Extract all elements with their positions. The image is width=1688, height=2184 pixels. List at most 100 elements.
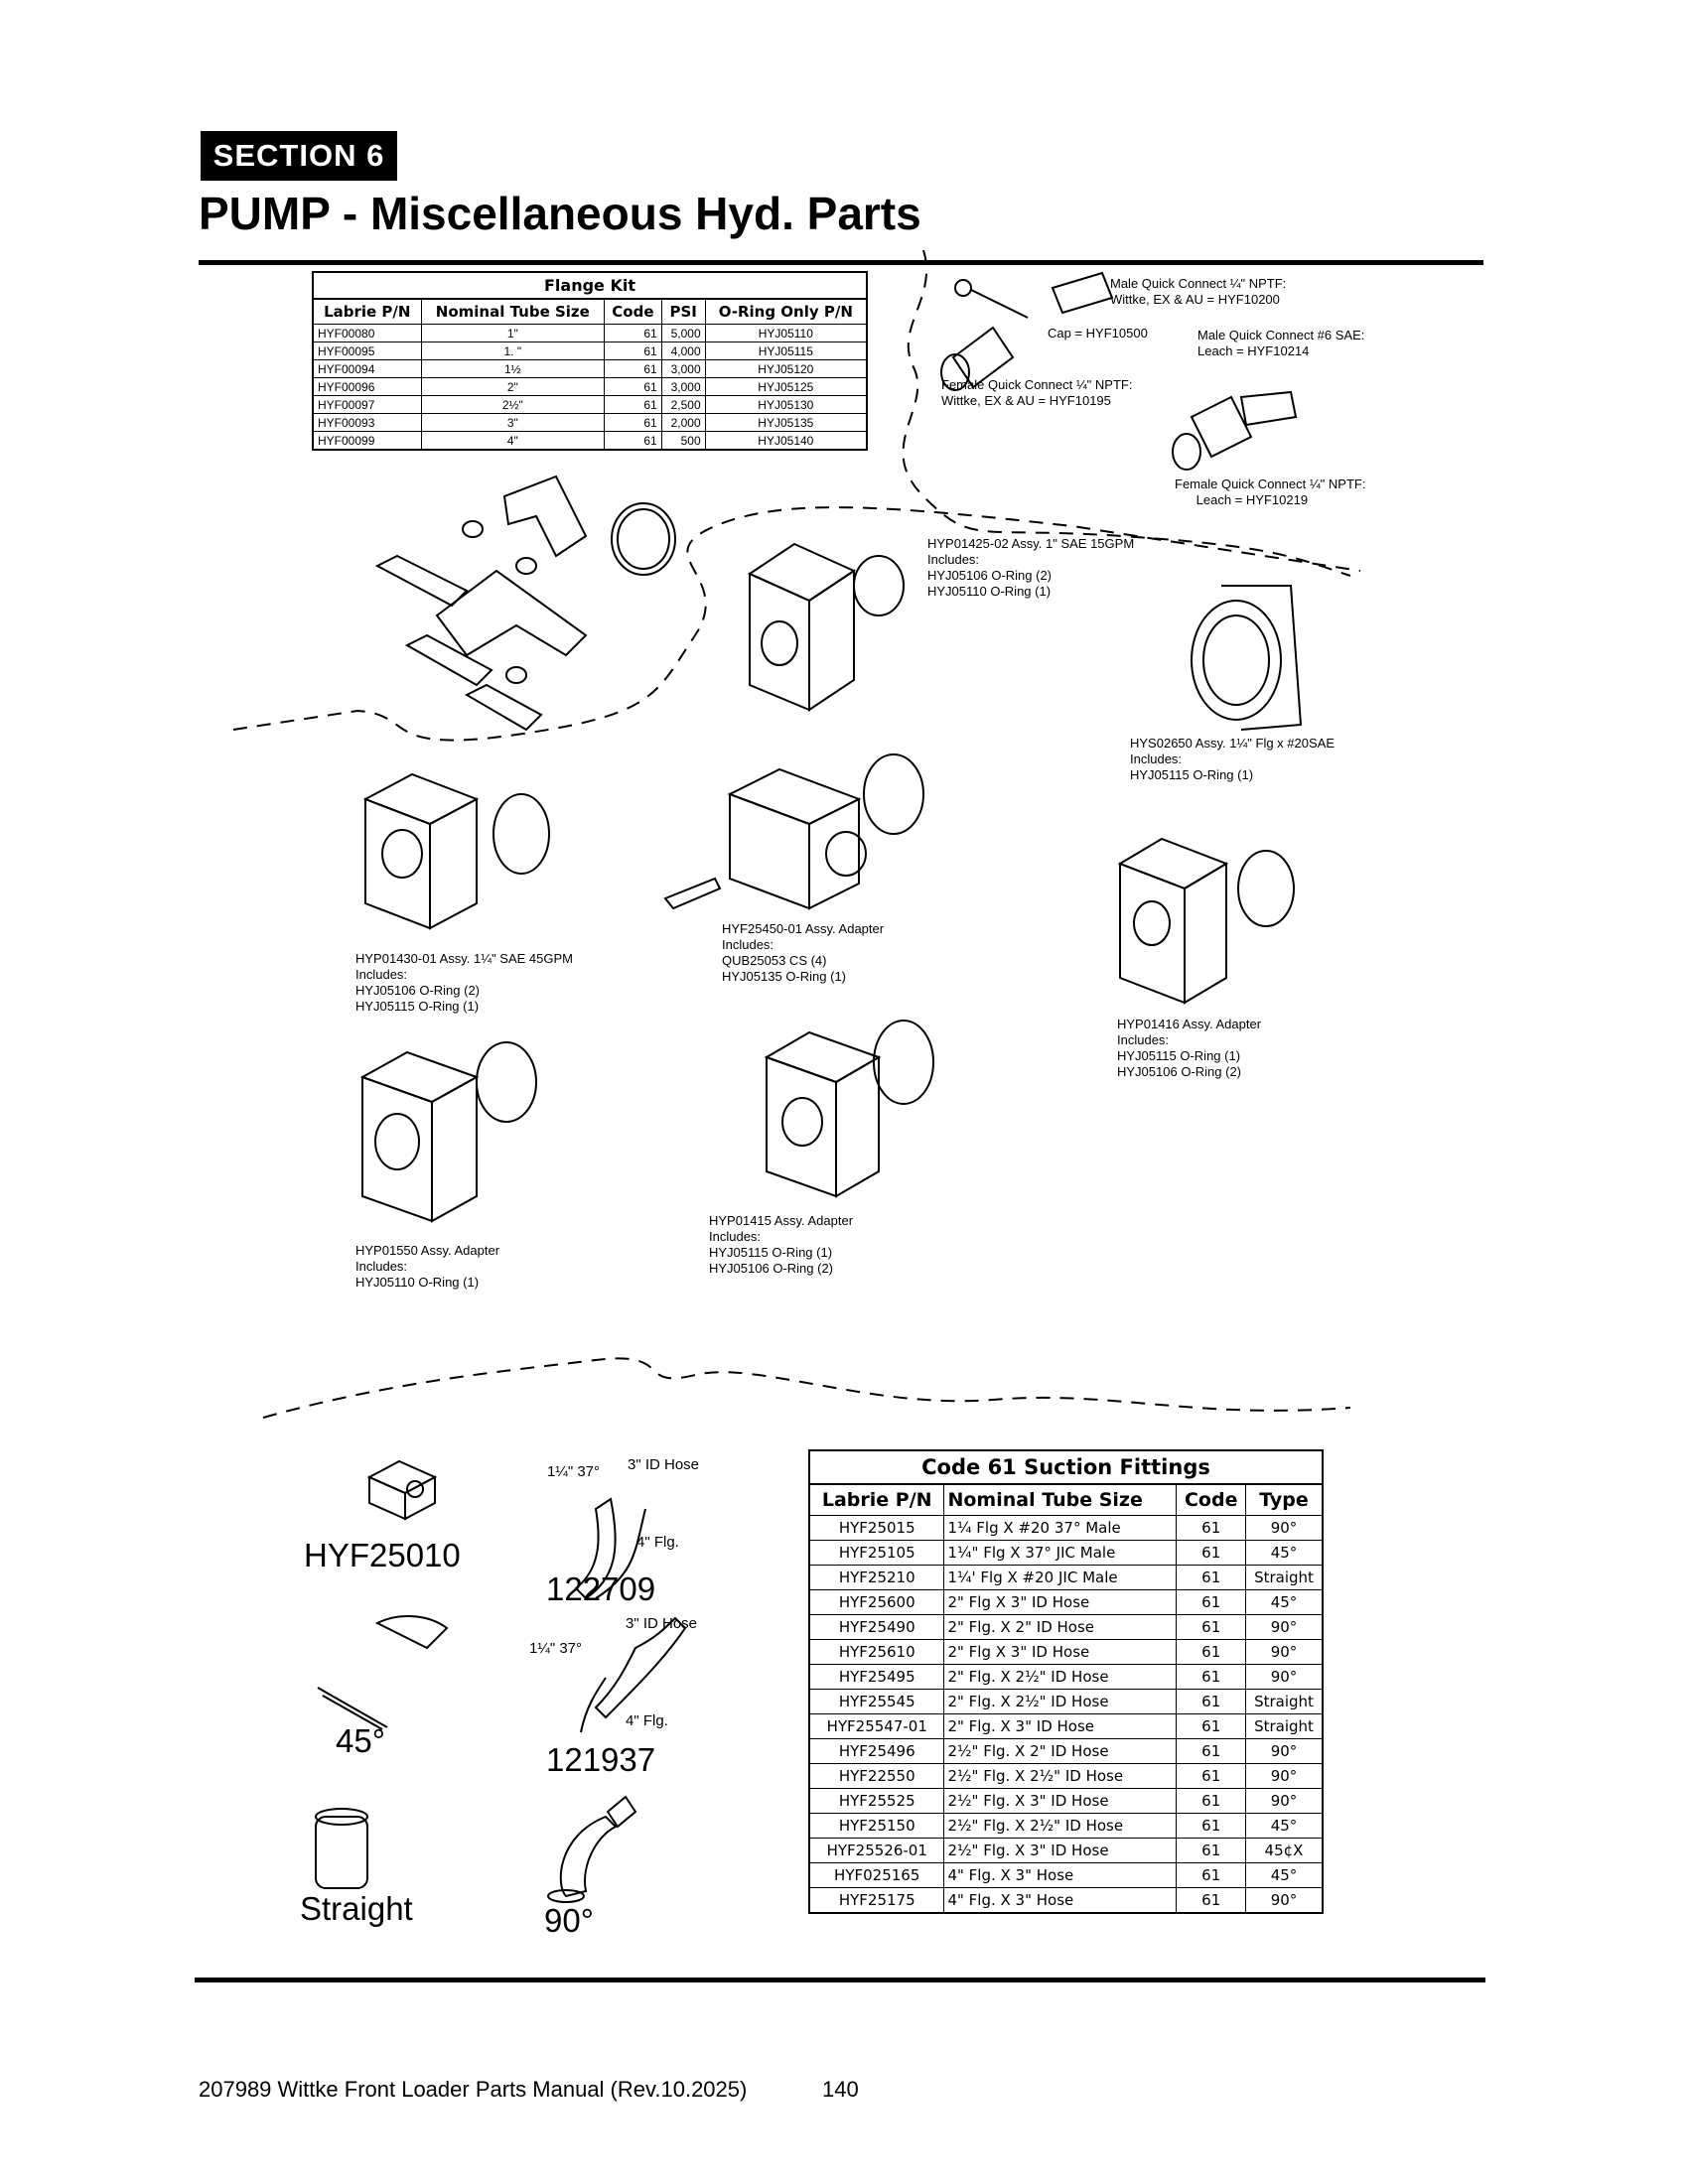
flange-kit-header-row: Labrie P/N Nominal Tube Size Code PSI O-… (312, 298, 868, 325)
male-qc-sae-label: Male Quick Connect #6 SAE: Leach = HYF10… (1197, 328, 1365, 358)
table-cell: 2" Flg X 3" ID Hose (943, 1639, 1178, 1665)
table-cell: 2" (420, 377, 606, 396)
table-cell: HYF25496 (808, 1738, 945, 1764)
table-cell: 3,000 (660, 377, 706, 396)
table-cell: HYF00097 (312, 395, 422, 414)
a-3hose-label: 3" ID Hose (628, 1456, 700, 1473)
b-4flg-label: 4" Flg. (626, 1712, 668, 1729)
table-cell: HYF25175 (808, 1887, 945, 1914)
female-qc-leach-label: Female Quick Connect ¼" NPTF: Leach = HY… (1175, 477, 1366, 507)
table-cell: 2" Flg. X 2½" ID Hose (943, 1689, 1178, 1714)
hys02650-label: HYS02650 Assy. 1¼" Flg x #20SAE Includes… (1130, 736, 1335, 782)
table-cell: 4" (420, 431, 606, 451)
table-cell: 61 (1176, 1639, 1246, 1665)
table-cell: HYF00093 (312, 413, 422, 432)
hyp01550-label: HYP01550 Assy. Adapter Includes: HYJ0511… (355, 1243, 500, 1290)
table-cell: 2½" Flg. X 3" ID Hose (943, 1838, 1178, 1863)
table-cell: 1½ (420, 359, 606, 378)
table-cell: 45° (1245, 1862, 1324, 1888)
table-cell: 61 (1176, 1763, 1246, 1789)
table-cell: Straight (1245, 1689, 1324, 1714)
hyp01416-label: HYP01416 Assy. Adapter Includes: HYJ0511… (1117, 1017, 1262, 1079)
adapter-hyp01550-drawing (359, 1041, 537, 1223)
table-cell: 90° (1245, 1614, 1324, 1640)
footer-manual-title: 207989 Wittke Front Loader Parts Manual … (199, 2077, 748, 2102)
quick-connect-drawings (940, 271, 1298, 471)
col-header: Nominal Tube Size (943, 1483, 1178, 1516)
table-cell: Straight (1245, 1713, 1324, 1739)
table-cell: HYF25105 (808, 1540, 945, 1566)
adapter-hyp01416-drawing (1117, 837, 1295, 1005)
table-cell: 3" (420, 413, 606, 432)
hyp01425-label: HYP01425-02 Assy. 1" SAE 15GPM Includes:… (927, 536, 1135, 599)
page-title: PUMP - Miscellaneous Hyd. Parts (199, 188, 921, 239)
table-cell: 61 (1176, 1515, 1246, 1541)
table-cell: 61 (604, 395, 662, 414)
col-header: Code (1176, 1483, 1246, 1516)
col-header: Nominal Tube Size (420, 298, 606, 325)
fitting-90-label: 90° (544, 1902, 594, 1939)
table-cell: Straight (1245, 1565, 1324, 1590)
table-cell: 2,500 (660, 395, 706, 414)
table-cell: 61 (1176, 1614, 1246, 1640)
table-cell: 61 (1176, 1738, 1246, 1764)
table-cell: 2" Flg. X 3" ID Hose (943, 1713, 1178, 1739)
table-cell: 3,000 (660, 359, 706, 378)
a-37-label: 1¼" 37° (547, 1463, 601, 1480)
hyp01430-label: HYP01430-01 Assy. 1¼" SAE 45GPM Includes… (355, 951, 573, 1014)
table-cell: 2½" (420, 395, 606, 414)
table-cell: 1" (420, 324, 606, 342)
table-cell: HYJ05120 (704, 359, 868, 378)
table-cell: 2½" Flg. X 2½" ID Hose (943, 1813, 1178, 1839)
table-cell: HYF00096 (312, 377, 422, 396)
table-cell: 90° (1245, 1738, 1324, 1764)
table-cell: 90° (1245, 1788, 1324, 1814)
table-cell: HYJ05130 (704, 395, 868, 414)
table-cell: HYJ05135 (704, 413, 868, 432)
cap-label: Cap = HYF10500 (1048, 326, 1148, 341)
table-cell: HYF25526-01 (808, 1838, 945, 1863)
table-cell: HYF25545 (808, 1689, 945, 1714)
table-cell: 2½" Flg. X 2½" ID Hose (943, 1763, 1178, 1789)
table-cell: HYJ05115 (704, 341, 868, 360)
b-37-label: 1¼" 37° (529, 1640, 583, 1657)
table-cell: 2" Flg X 3" ID Hose (943, 1589, 1178, 1615)
hyf25450-label: HYF25450-01 Assy. Adapter Includes: QUB2… (722, 921, 885, 984)
table-cell: 61 (1176, 1713, 1246, 1739)
part-121937-label: 121937 (546, 1741, 656, 1778)
table-cell: 45° (1245, 1589, 1324, 1615)
table-cell: 1. " (420, 341, 606, 360)
flange-clamp-kit-drawing (374, 475, 676, 732)
table-cell: 61 (1176, 1862, 1246, 1888)
table-cell: HYF00095 (312, 341, 422, 360)
table-cell: 2½" Flg. X 3" ID Hose (943, 1788, 1178, 1814)
dashed-boundary-lower (262, 1357, 1351, 1419)
table-cell: 61 (1176, 1664, 1246, 1690)
table-cell: 45¢X (1245, 1838, 1324, 1863)
part-122709-label: 122709 (546, 1570, 656, 1607)
bottom-rule (195, 1978, 1485, 1982)
b-3hose-label: 3" ID Hose (626, 1615, 698, 1632)
dashed-boundary-top-right (902, 249, 1351, 577)
fitting-straight-label: Straight (300, 1890, 413, 1927)
table-cell: HYF25150 (808, 1813, 945, 1839)
table-cell: HYF00094 (312, 359, 422, 378)
table-cell: HYJ05140 (704, 431, 868, 451)
table-cell: 61 (1176, 1788, 1246, 1814)
col-header: Labrie P/N (808, 1483, 945, 1516)
table-cell: 61 (1176, 1887, 1246, 1914)
dashed-boundary-middle (232, 506, 1361, 742)
